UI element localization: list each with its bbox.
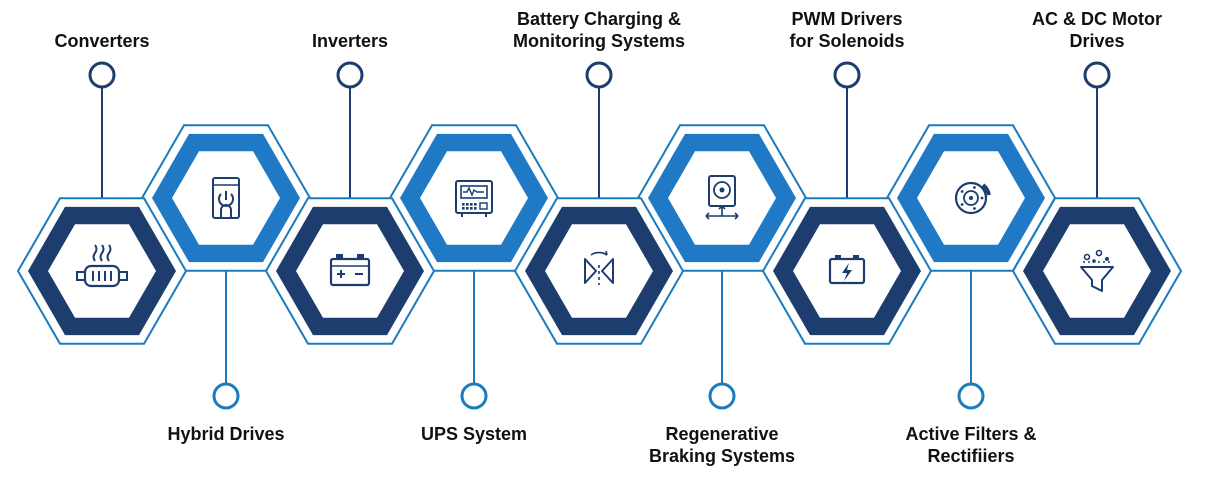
hexagon-4: [388, 124, 560, 272]
filter-funnel-icon: [1080, 249, 1114, 292]
label-line: Regenerative: [665, 424, 779, 444]
connector-dot: [336, 61, 364, 89]
stage-label-5: Battery Charging &Monitoring Systems: [513, 8, 685, 52]
label-line: Braking Systems: [648, 446, 796, 466]
hexagon-9: [1011, 197, 1183, 345]
label-line: Hybrid Drives: [167, 424, 285, 444]
label-line: Battery Charging &: [516, 9, 682, 29]
hexagon-3: [264, 197, 436, 345]
hexagon-5: [513, 197, 685, 345]
connector-4: [585, 61, 613, 211]
connector-dot: [88, 61, 116, 89]
connector-dot: [833, 61, 861, 89]
connector-dot: [585, 61, 613, 89]
label-line: Active Filters &: [905, 424, 1037, 444]
stage-label-3: Inverters: [312, 30, 388, 52]
stage-label-8: Active Filters &Rectifiiers: [905, 423, 1036, 467]
hexagon-center: [296, 224, 404, 318]
regenerative-arrows-icon: [584, 250, 614, 285]
label-line: Converters: [54, 31, 150, 51]
charging-station-icon: [212, 177, 240, 219]
connector-6: [833, 61, 861, 211]
stage-label-1: Converters: [54, 30, 149, 52]
hexagon-8: [885, 124, 1057, 272]
hexagon-center: [545, 224, 653, 318]
hexagon-center: [1043, 224, 1151, 318]
connector-8: [1083, 61, 1111, 211]
battery-bolt-icon: [828, 255, 866, 285]
stage-label-2: Hybrid Drives: [167, 423, 284, 445]
brake-disc-icon: [954, 181, 991, 215]
connector-dot: [957, 382, 985, 410]
connector-dot: [212, 382, 240, 410]
connector-dot: [1083, 61, 1111, 89]
label-line: AC & DC Motor: [1032, 9, 1162, 29]
connector-2: [336, 61, 364, 211]
stage-label-4: UPS System: [421, 423, 527, 445]
label-line: Inverters: [311, 31, 389, 51]
car-battery-icon: [329, 254, 371, 287]
label-line: Rectifiiers: [927, 446, 1015, 466]
label-line: Drives: [1069, 31, 1125, 51]
catalytic-converter-icon: [76, 244, 128, 288]
hard-drive-icon: [705, 175, 739, 220]
label-line: for Solenoids: [789, 31, 905, 51]
label-line: UPS System: [420, 424, 528, 444]
connector-dot: [708, 382, 736, 410]
hexagon-center: [48, 224, 156, 318]
connector-dot: [460, 382, 488, 410]
connector-7: [957, 258, 985, 410]
connector-5: [708, 258, 736, 410]
connector-3: [460, 258, 488, 410]
label-line: PWM Drivers: [791, 9, 903, 29]
ups-device-icon: [455, 180, 493, 217]
hexagon-7: [761, 197, 933, 345]
label-line: Monitoring Systems: [512, 31, 686, 51]
hexagon-1: [16, 197, 188, 345]
connector-0: [88, 61, 116, 211]
connector-1: [212, 258, 240, 410]
